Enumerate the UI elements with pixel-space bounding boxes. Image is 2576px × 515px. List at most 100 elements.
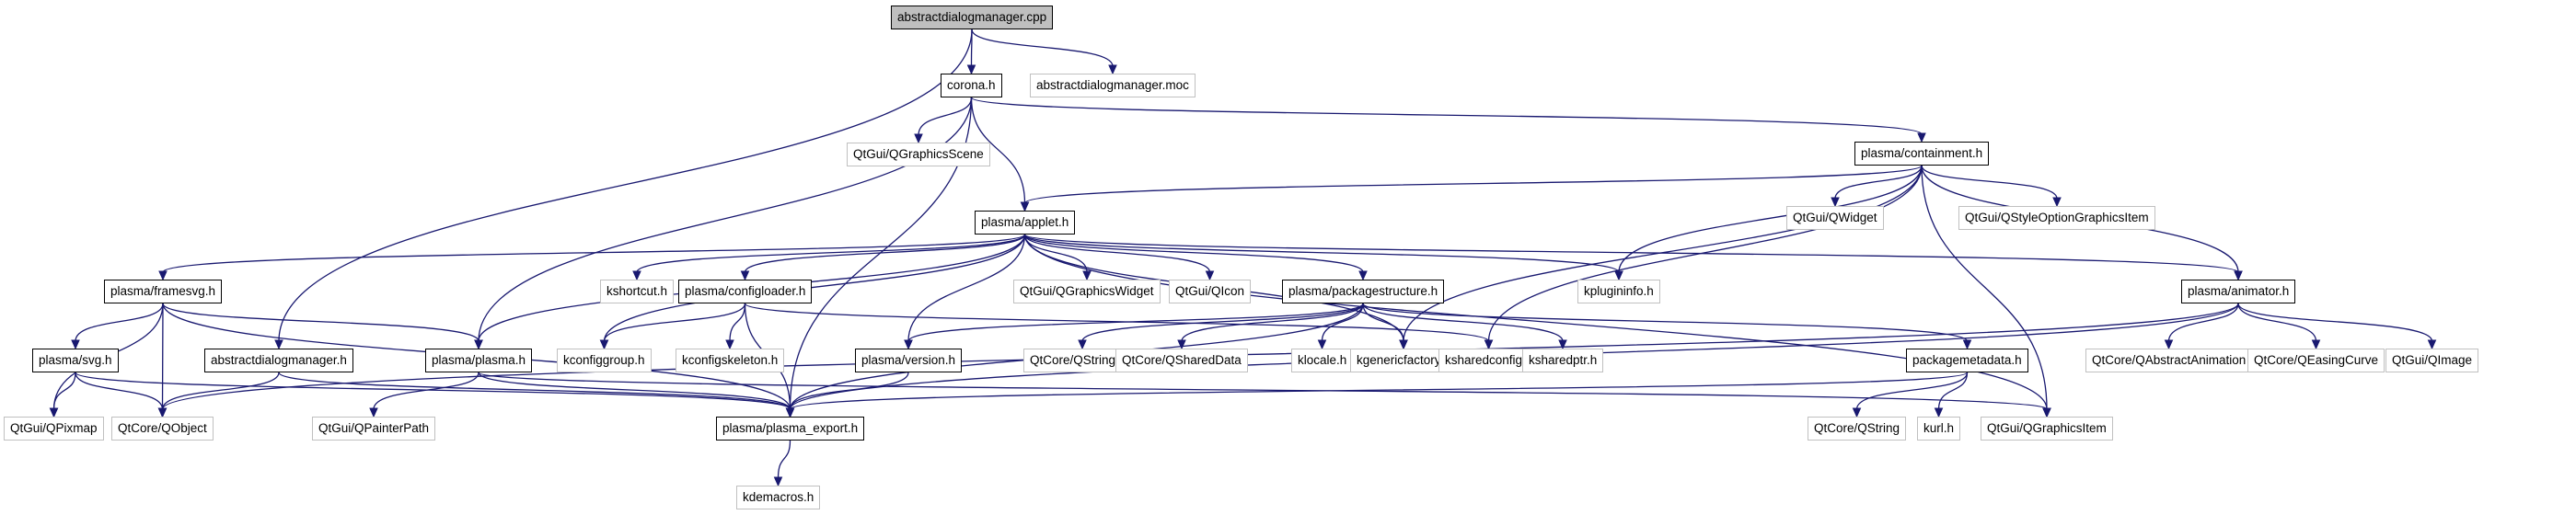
- graph-node-qeasing: QtCore/QEasingCurve: [2247, 349, 2385, 372]
- arrowhead-icon: [1917, 132, 1926, 143]
- edge-pkgstruct-to-qstringlist: [1081, 303, 1364, 342]
- arrowhead-icon: [49, 407, 59, 418]
- arrowhead-icon: [1358, 270, 1368, 281]
- graph-node-applet[interactable]: plasma/applet.h: [975, 211, 1076, 235]
- edge-framesvg-to-svg: [75, 303, 164, 342]
- arrowhead-icon: [1852, 407, 1862, 418]
- graph-node-containment[interactable]: plasma/containment.h: [1854, 142, 1990, 166]
- edge-applet-to-animator: [1023, 234, 2239, 273]
- arrowhead-icon: [1614, 270, 1623, 281]
- graph-node-kshortcut: kshortcut.h: [600, 280, 675, 303]
- graph-node-version[interactable]: plasma/version.h: [855, 349, 963, 372]
- edge-containment-to-kplugininfo: [1618, 165, 1923, 273]
- arrowhead-icon: [773, 476, 783, 487]
- edge-corona-to-applet: [970, 97, 1026, 204]
- arrowhead-icon: [369, 407, 378, 418]
- graph-node-qpainterpath: QtGui/QPainterPath: [312, 417, 436, 441]
- graph-node-qgwidget: QtGui/QGraphicsWidget: [1013, 280, 1161, 303]
- graph-node-qobject: QtCore/QObject: [111, 417, 214, 441]
- graph-node-pkgmeta[interactable]: packagemetadata.h: [1906, 349, 2028, 372]
- edge-applet-to-kshortcut: [636, 234, 1026, 273]
- graph-node-qpixmap: QtGui/QPixmap: [4, 417, 104, 441]
- graph-node-qabsanim: QtCore/QAbstractAnimation: [2085, 349, 2253, 372]
- edge-framesvg-to-plasma_h: [162, 303, 479, 342]
- edge-animator-to-qabsanim: [2167, 303, 2239, 342]
- graph-node-adm_h[interactable]: abstractdialogmanager.h: [204, 349, 353, 372]
- graph-node-kconfiggroup: kconfiggroup.h: [557, 349, 652, 372]
- edge-containment-to-qgitem: [1921, 165, 2048, 410]
- arrowhead-icon: [2164, 339, 2174, 350]
- edge-configloader-to-ksharedconfig: [744, 303, 1490, 342]
- graph-node-kconfigskeleton: kconfigskeleton.h: [676, 349, 785, 372]
- graph-node-qstyleopt: QtGui/QStyleOptionGraphicsItem: [1958, 206, 2155, 230]
- graph-node-corona[interactable]: corona.h: [941, 74, 1002, 97]
- edge-applet-to-framesvg: [162, 234, 1026, 273]
- arrowhead-icon: [1177, 339, 1186, 350]
- edge-pkgmeta-to-qstring: [1855, 372, 1969, 410]
- arrowhead-icon: [1082, 270, 1092, 281]
- edge-svg-to-qpixmap: [52, 372, 76, 410]
- graph-node-qicon: QtGui/QIcon: [1169, 280, 1252, 303]
- edge-applet-to-version: [907, 234, 1026, 342]
- edge-containment-to-ksharedconfig: [1487, 165, 1923, 342]
- arrowhead-icon: [1558, 339, 1567, 350]
- graph-node-ksharedptr: ksharedptr.h: [1522, 349, 1604, 372]
- edge-root-to-adm_h: [278, 29, 973, 342]
- graph-node-kplugininfo: kplugininfo.h: [1577, 280, 1660, 303]
- edge-containment-to-applet: [1023, 165, 1923, 204]
- arrowhead-icon: [1205, 270, 1215, 281]
- arrowhead-icon: [1934, 407, 1944, 418]
- edge-applet-to-qgitem: [1023, 234, 2048, 410]
- arrowhead-icon: [1020, 201, 1030, 212]
- arrowhead-icon: [966, 64, 976, 75]
- graph-node-animator[interactable]: plasma/animator.h: [2181, 280, 2296, 303]
- edge-containment-to-qwidget: [1834, 165, 1923, 200]
- edge-plasma_h-to-qgitem: [478, 372, 2048, 410]
- arrowhead-icon: [785, 407, 795, 418]
- graph-node-klocale: klocale.h: [1291, 349, 1354, 372]
- edge-corona-to-qgscene: [918, 97, 973, 136]
- graph-node-pkgstruct[interactable]: plasma/packagestructure.h: [1282, 280, 1445, 303]
- edge-animator-to-qeasing: [2237, 303, 2317, 342]
- graph-node-framesvg[interactable]: plasma/framesvg.h: [104, 280, 223, 303]
- edge-pkgstruct-to-pkgmeta: [1362, 303, 1969, 342]
- edge-svg-to-qobject: [75, 372, 164, 410]
- arrowhead-icon: [904, 339, 913, 350]
- arrowhead-icon: [1831, 197, 1840, 208]
- edge-plasma_h-to-export: [478, 372, 791, 410]
- graph-node-qwidget: QtGui/QWidget: [1786, 206, 1884, 230]
- arrowhead-icon: [2042, 407, 2051, 418]
- edge-applet-to-qicon: [1023, 234, 1211, 273]
- arrowhead-icon: [157, 407, 167, 418]
- arrowhead-icon: [599, 339, 609, 350]
- edge-pkgstruct-to-ksharedptr: [1362, 303, 1564, 342]
- arrowhead-icon: [725, 339, 734, 350]
- arrowhead-icon: [1317, 339, 1327, 350]
- graph-node-plasma_h[interactable]: plasma/plasma.h: [425, 349, 533, 372]
- graph-node-configloader[interactable]: plasma/configloader.h: [678, 280, 813, 303]
- edge-configloader-to-kconfiggroup: [603, 303, 746, 342]
- edge-containment-to-qstyleopt: [1921, 165, 2058, 200]
- arrowhead-icon: [632, 270, 641, 281]
- edge-adm_h-to-export: [278, 372, 791, 410]
- arrowhead-icon: [740, 270, 750, 281]
- arrowhead-icon: [1399, 339, 1408, 350]
- graph-node-export[interactable]: plasma/plasma_export.h: [716, 417, 865, 441]
- graph-node-svg[interactable]: plasma/svg.h: [32, 349, 119, 372]
- arrowhead-icon: [1108, 64, 1117, 75]
- arrowhead-icon: [474, 339, 483, 350]
- arrowhead-icon: [71, 339, 80, 350]
- edge-pkgstruct-to-kgenericfactory: [1362, 303, 1404, 342]
- edge-pkgstruct-to-klocale: [1321, 303, 1364, 342]
- arrowhead-icon: [2311, 339, 2321, 350]
- graph-node-qstring: QtCore/QString: [1808, 417, 1907, 441]
- graph-node-moc: abstractdialogmanager.moc: [1030, 74, 1196, 97]
- arrowhead-icon: [1962, 339, 1972, 350]
- arrowhead-icon: [2052, 197, 2062, 208]
- edge-applet-to-kplugininfo: [1023, 234, 1620, 273]
- graph-node-root[interactable]: abstractdialogmanager.cpp: [891, 6, 1054, 29]
- edge-corona-to-plasma_h: [478, 97, 973, 342]
- arrowhead-icon: [1484, 339, 1494, 350]
- edge-adm_h-to-qobject: [161, 372, 280, 410]
